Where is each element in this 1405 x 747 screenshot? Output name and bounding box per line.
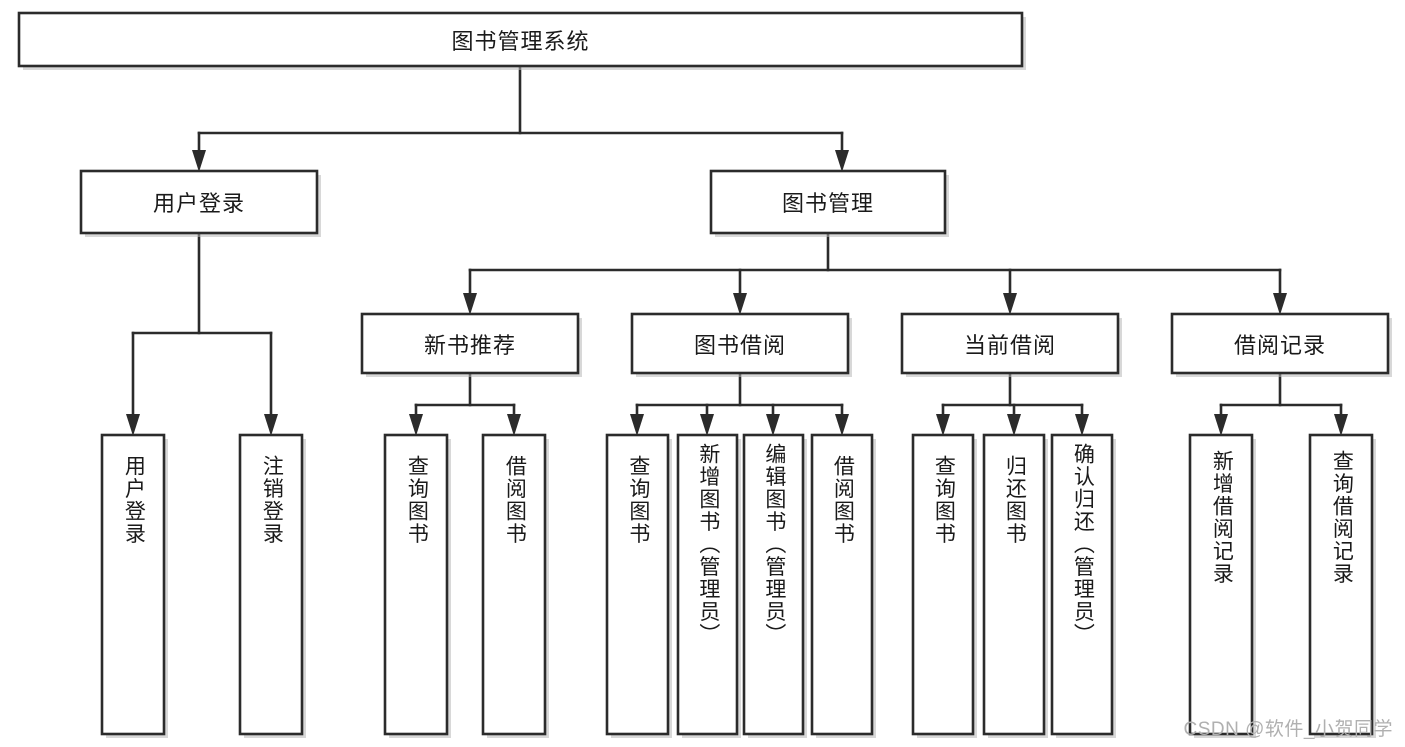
node-leaf-current-query[interactable] [911, 433, 977, 738]
node-leaf-borrow-lend[interactable] [810, 433, 876, 738]
connector-recommend-to-leaves [409, 371, 521, 436]
connector-borrowrecord-to-leaves [1214, 371, 1348, 436]
node-leaf-record-add[interactable] [1188, 433, 1256, 738]
connectors-group [126, 64, 1348, 436]
node-new-book-recommend[interactable] [360, 312, 582, 377]
connector-currentborrow-to-leaves [936, 371, 1089, 436]
connector-bookmanage-to-level2 [463, 231, 1287, 315]
node-book-borrow[interactable] [630, 312, 852, 377]
node-leaf-record-query[interactable] [1308, 433, 1376, 738]
node-leaf-borrow-query[interactable] [605, 433, 672, 738]
node-book-manage[interactable] [709, 169, 949, 237]
node-leaf-current-return[interactable] [982, 433, 1048, 738]
nodes-group [17, 11, 1392, 738]
node-leaf-recommend-borrow[interactable] [481, 433, 549, 738]
node-leaf-current-confirm[interactable] [1050, 433, 1116, 738]
node-leaf-borrow-edit[interactable] [742, 433, 807, 738]
node-leaf-borrow-add[interactable] [676, 433, 741, 738]
csdn-watermark: CSDN @软件_小贺同学 [1183, 719, 1393, 740]
node-root[interactable] [17, 11, 1026, 70]
node-borrow-record[interactable] [1170, 312, 1392, 377]
connector-bookborrow-to-leaves [630, 371, 849, 436]
connector-userlogin-to-leaves [126, 231, 278, 436]
node-leaf-recommend-query[interactable] [383, 433, 451, 738]
node-current-borrow[interactable] [900, 312, 1122, 377]
node-leaf-user-login[interactable] [100, 433, 168, 738]
connector-root-to-level1 [192, 64, 849, 172]
node-leaf-user-logout[interactable] [238, 433, 306, 738]
node-user-login[interactable] [79, 169, 321, 237]
